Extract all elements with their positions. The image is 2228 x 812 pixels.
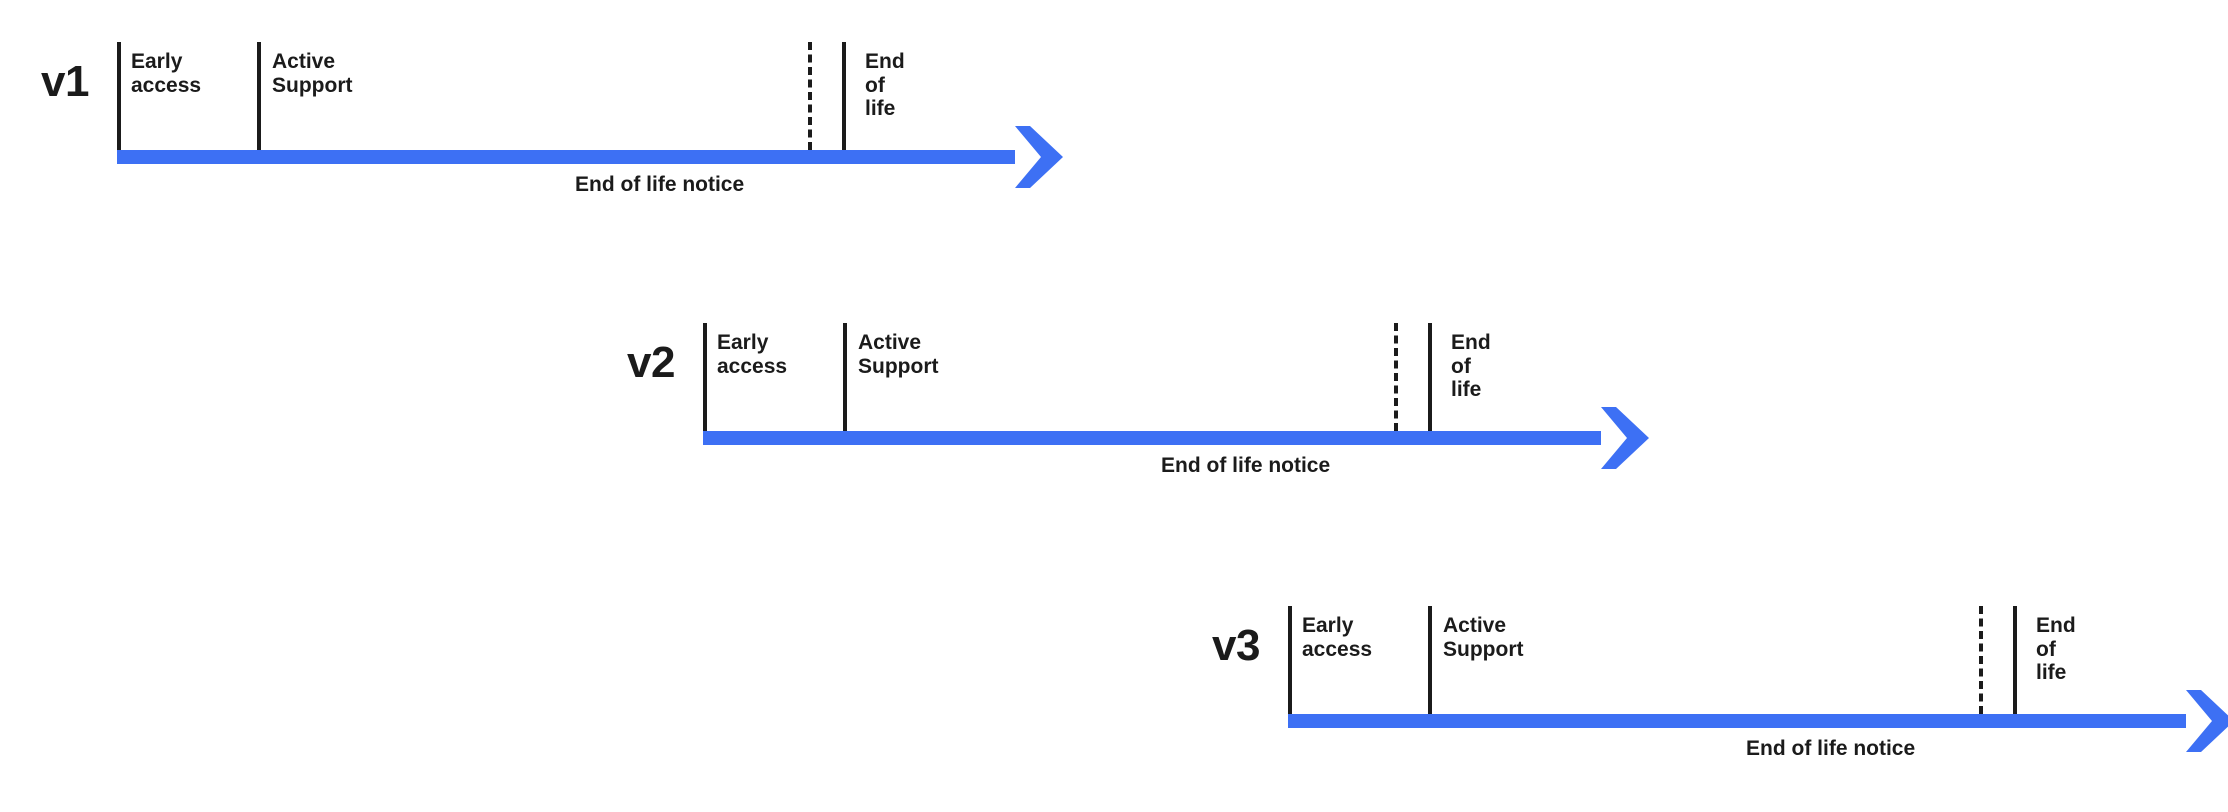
phase-label-active-support: Active Support bbox=[858, 331, 939, 378]
lifecycle-track-bar bbox=[117, 150, 1015, 164]
end-of-life-notice-marker bbox=[808, 42, 812, 150]
lifecycle-track-bar bbox=[703, 431, 1601, 445]
arrow-icon bbox=[1015, 126, 1063, 188]
phase-divider-3 bbox=[2013, 606, 2017, 714]
phase-divider-2 bbox=[1428, 606, 1432, 714]
phase-label-end-of-life: End of life bbox=[1451, 331, 1491, 402]
phase-label-early-access: Early access bbox=[1302, 614, 1373, 661]
end-of-life-notice-label: End of life notice bbox=[1746, 737, 1916, 760]
track-arrow-head bbox=[1601, 407, 1649, 469]
track-arrow-head bbox=[1015, 126, 1063, 188]
phase-label-end-of-life: End of life bbox=[2036, 614, 2076, 685]
phase-divider-1 bbox=[703, 323, 707, 431]
phase-divider-3 bbox=[842, 42, 846, 150]
phase-label-end-of-life: End of life bbox=[865, 50, 905, 121]
end-of-life-notice-marker bbox=[1979, 606, 1983, 714]
arrow-icon bbox=[2186, 690, 2228, 752]
phase-divider-3 bbox=[1428, 323, 1432, 431]
phase-label-early-access: Early access bbox=[717, 331, 788, 378]
end-of-life-notice-label: End of life notice bbox=[1161, 454, 1331, 477]
phase-divider-1 bbox=[117, 42, 121, 150]
arrow-icon bbox=[1601, 407, 1649, 469]
version-label-v2: v2 bbox=[627, 338, 675, 387]
phase-label-early-access: Early access bbox=[131, 50, 202, 97]
end-of-life-notice-label: End of life notice bbox=[575, 173, 745, 196]
version-label-v1: v1 bbox=[41, 57, 89, 106]
phase-divider-2 bbox=[843, 323, 847, 431]
track-arrow-head bbox=[2186, 690, 2228, 752]
lifecycle-track-bar bbox=[1288, 714, 2186, 728]
end-of-life-notice-marker bbox=[1394, 323, 1398, 431]
phase-divider-2 bbox=[257, 42, 261, 150]
phase-divider-1 bbox=[1288, 606, 1292, 714]
phase-label-active-support: Active Support bbox=[272, 50, 353, 97]
phase-label-active-support: Active Support bbox=[1443, 614, 1524, 661]
version-label-v3: v3 bbox=[1212, 621, 1260, 670]
